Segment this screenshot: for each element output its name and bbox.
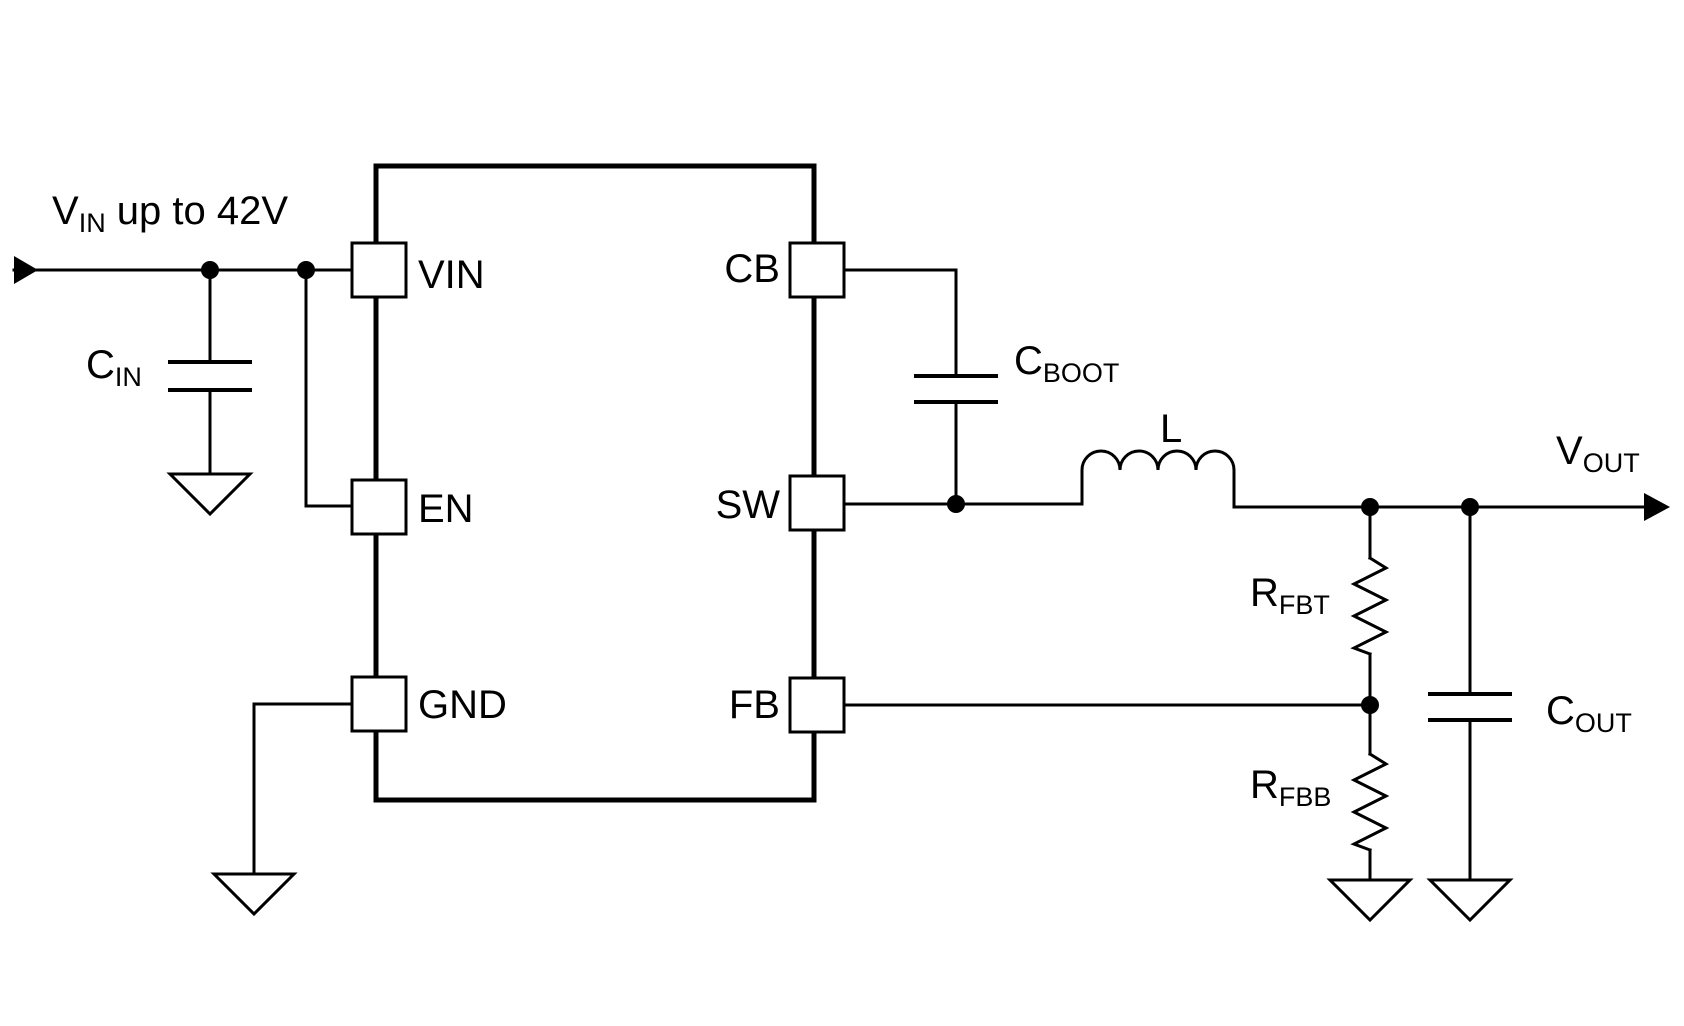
pin-en-box: [350, 478, 408, 536]
pin-gnd-label: GND: [418, 683, 507, 727]
cb-wire: [842, 268, 958, 378]
cin-label: CIN: [86, 343, 142, 392]
rfbt-resistor: [1350, 555, 1390, 656]
cin-capacitor: [166, 268, 254, 517]
ground-icon: [166, 472, 254, 517]
pin-fb-label: FB: [729, 683, 780, 727]
ground-icon: [1426, 878, 1514, 923]
pin-sw-box: [788, 474, 846, 532]
pin-vin-box: [350, 241, 408, 299]
pin-fb-box: [788, 676, 846, 734]
inductor-label: L: [1160, 407, 1182, 451]
pin-cb-label: CB: [724, 247, 780, 291]
en-wire: [304, 268, 354, 508]
pin-sw-label: SW: [716, 483, 781, 527]
pin-cb-box: [788, 241, 846, 299]
pin-gnd-box: [350, 675, 408, 733]
pin-vin-label: VIN: [418, 253, 485, 297]
cout-label: COUT: [1546, 689, 1632, 738]
junction-sw: [947, 495, 965, 513]
rfbb-label: RFBB: [1250, 763, 1331, 812]
ground-icon: [210, 872, 298, 917]
vout-arrow-icon: [1644, 493, 1670, 521]
pin-en-label: EN: [418, 487, 474, 531]
rfbt-label: RFBT: [1250, 571, 1330, 620]
vin-label: VIN up to 42V: [52, 189, 288, 238]
rfbb-resistor: [1350, 751, 1390, 852]
ground-icon: [1326, 878, 1414, 923]
cboot-label: CBOOT: [1014, 339, 1119, 388]
gnd-wire: [252, 702, 354, 876]
vout-label: VOUT: [1556, 429, 1640, 478]
inductor-symbol: [1080, 449, 1236, 509]
